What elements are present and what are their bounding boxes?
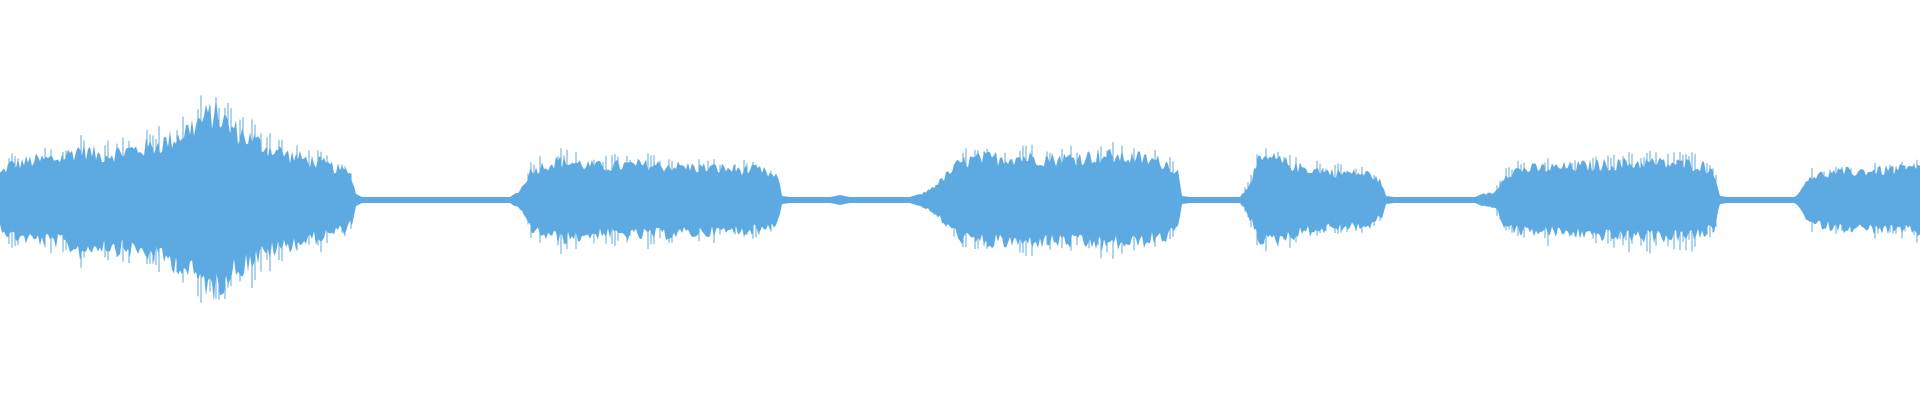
waveform-shape [0, 97, 1920, 302]
waveform-bars [0, 95, 1920, 303]
